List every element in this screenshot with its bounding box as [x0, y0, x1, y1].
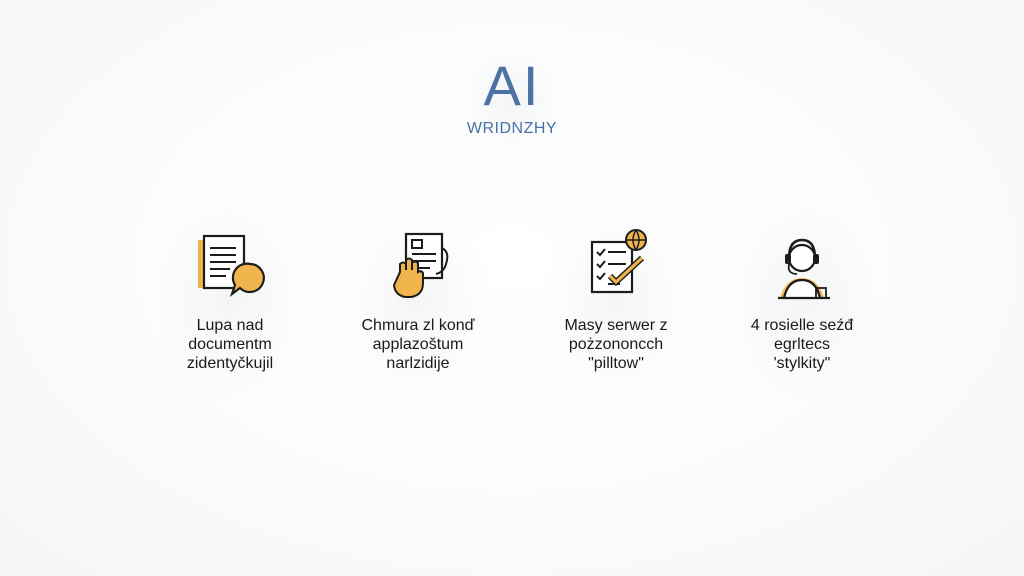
feature-label-3: Masy serwer z pożzononcch "pilltow" — [564, 317, 668, 372]
feature-label-4: 4 rosielle seźđ egrltecs 'stylkity" — [750, 317, 854, 372]
checklist-globe-icon — [590, 229, 647, 294]
feature-label-2: Chmura zl konď applazoštum narlzidije — [361, 317, 475, 372]
header-glow — [462, 50, 562, 150]
feature-card-1: Lupa nad documentm zidentyčkujil — [130, 200, 330, 410]
feature-card-background — [541, 200, 691, 400]
person-headset-icon — [778, 238, 830, 300]
feature-label-1: Lupa nad documentm zidentyčkujil — [186, 317, 274, 372]
page-title: AI — [483, 54, 541, 117]
page-subtitle: WRIDNZHY — [466, 120, 558, 137]
feature-card-background — [155, 200, 305, 400]
features-row: Lupa nad documentm zidentyčkujil Chmura … — [0, 200, 1024, 420]
hand-document-icon — [392, 232, 449, 298]
header: AI WRIDNZHY — [412, 40, 612, 160]
feature-card-4: 4 rosielle seźđ egrltecs 'stylkity" — [702, 200, 902, 410]
feature-card-2: Chmura zl konď applazoštum narlzidije — [318, 200, 518, 410]
feature-card-background — [727, 200, 877, 400]
feature-card-3: Masy serwer z pożzononcch "pilltow" — [516, 200, 716, 410]
document-speech-icon — [198, 234, 265, 297]
